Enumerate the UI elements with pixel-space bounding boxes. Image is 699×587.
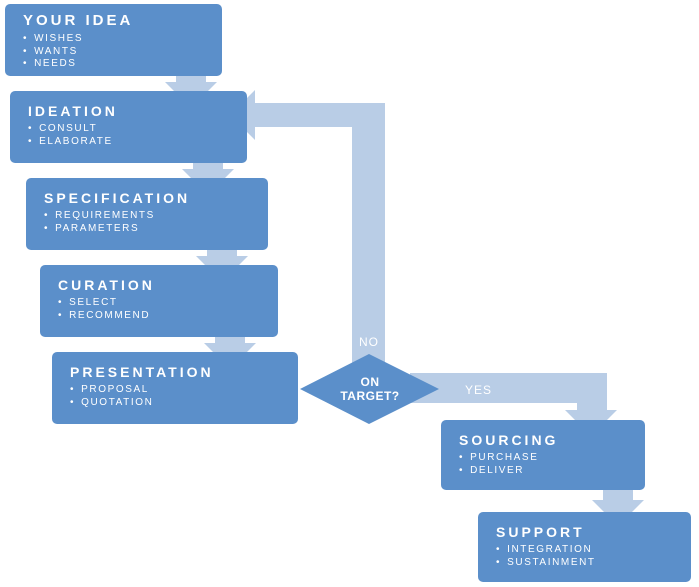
step-curation: CURATION •SELECT •RECOMMEND xyxy=(40,265,278,337)
decision-line-2: TARGET? xyxy=(340,389,400,403)
step-item: •PROPOSAL xyxy=(70,384,149,395)
step-specification: SPECIFICATION •REQUIREMENTS •PARAMETERS xyxy=(26,178,268,250)
step-item: •SELECT xyxy=(58,297,118,308)
step-presentation: PRESENTATION •PROPOSAL •QUOTATION xyxy=(52,352,298,424)
step-item: •NEEDS xyxy=(23,58,77,69)
step-title: CURATION xyxy=(58,277,155,293)
step-item: •RECOMMEND xyxy=(58,309,151,321)
step-title: SOURCING xyxy=(459,432,559,448)
yes-label: YES xyxy=(465,383,493,397)
arrow-yes-path xyxy=(410,373,617,436)
step-your-idea: YOUR IDEA •WISHES •WANTS •NEEDS xyxy=(5,4,222,76)
step-item: •REQUIREMENTS xyxy=(44,210,155,221)
step-item: •WANTS xyxy=(23,45,78,57)
step-item: •QUOTATION xyxy=(70,396,154,408)
step-title: PRESENTATION xyxy=(70,364,214,380)
step-item: •CONSULT xyxy=(28,123,98,134)
decision-text: ON TARGET? xyxy=(325,375,415,403)
step-item: •PURCHASE xyxy=(459,452,539,463)
decision-line-1: ON xyxy=(360,375,380,389)
decision-diamond xyxy=(300,354,439,424)
no-label: NO xyxy=(359,335,379,349)
step-item: •WISHES xyxy=(23,33,84,44)
step-title: YOUR IDEA xyxy=(23,12,134,29)
step-title: SUPPORT xyxy=(496,524,585,540)
step-title: SPECIFICATION xyxy=(44,190,191,206)
step-item: •ELABORATE xyxy=(28,135,113,147)
step-title: IDEATION xyxy=(28,103,118,119)
step-sourcing: SOURCING •PURCHASE •DELIVER xyxy=(441,420,645,490)
step-support: SUPPORT •INTEGRATION •SUSTAINMENT xyxy=(478,512,691,582)
step-item: •INTEGRATION xyxy=(496,544,593,555)
step-item: •PARAMETERS xyxy=(44,222,140,234)
step-ideation: IDEATION •CONSULT •ELABORATE xyxy=(10,91,247,163)
step-item: •DELIVER xyxy=(459,464,525,476)
step-item: •SUSTAINMENT xyxy=(496,556,596,568)
